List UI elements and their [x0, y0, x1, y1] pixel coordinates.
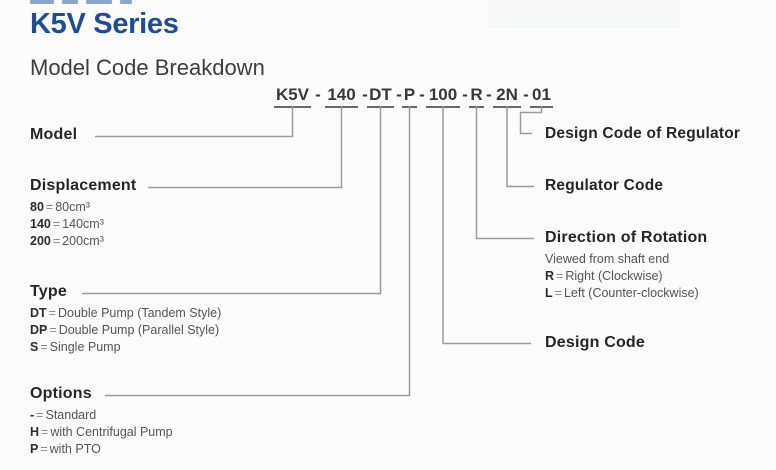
section-heading: Regulator Code: [545, 177, 664, 194]
section-model: Model: [30, 126, 77, 144]
equals-sign: =: [45, 200, 54, 214]
page-title: K5V Series: [30, 8, 179, 40]
cropped-text-top-fragment: [30, 0, 132, 4]
cropped-glyph: [86, 0, 112, 4]
list-item: 80=80cm³: [30, 199, 136, 216]
background-artifact: [488, 0, 680, 28]
section-displacement: Displacement 80=80cm³ 140=140cm³ 200=200…: [30, 177, 136, 250]
section-items: Viewed from shaft end R=Right (Clockwise…: [545, 251, 707, 302]
item-desc: Double Pump (Tandem Style): [57, 306, 222, 320]
code-separator: -: [523, 85, 529, 104]
connector-direction-of-rotation: [475, 106, 534, 240]
section-direction-of-rotation: Direction of Rotation Viewed from shaft …: [545, 229, 707, 302]
section-heading: Options: [30, 385, 92, 402]
cropped-glyph: [120, 0, 132, 4]
connector-type: [82, 106, 382, 295]
section-heading: Design Code of Regulator: [545, 125, 741, 142]
list-item: 140=140cm³: [30, 216, 136, 233]
code-separator: -: [362, 85, 368, 104]
item-desc: Standard: [45, 408, 97, 422]
section-options: Options -=Standard H=with Centrifugal Pu…: [30, 385, 173, 458]
item-code: 140: [30, 217, 51, 231]
item-code: -: [30, 408, 35, 422]
list-item: DP=Double Pump (Parallel Style): [30, 322, 221, 339]
connector-displacement: [148, 106, 343, 189]
section-heading: Type: [30, 283, 67, 300]
cropped-glyph: [30, 0, 54, 4]
code-separator: -: [462, 85, 468, 104]
equals-sign: =: [40, 340, 48, 354]
equals-sign: =: [52, 217, 61, 231]
list-item: DT=Double Pump (Tandem Style): [30, 305, 221, 322]
equals-sign: =: [48, 306, 56, 320]
item-code: R: [545, 269, 555, 283]
item-desc: 200cm³: [62, 234, 104, 248]
item-code: S: [30, 340, 39, 354]
equals-sign: =: [556, 269, 564, 283]
item-desc: with PTO: [49, 442, 101, 456]
item-code: 200: [30, 234, 51, 248]
item-desc: Left (Counter-clockwise): [563, 286, 699, 300]
item-code: L: [545, 286, 553, 300]
code-separator: -: [486, 85, 492, 104]
code-separator: -: [315, 85, 321, 104]
item-code: 80: [30, 200, 44, 214]
code-separator: -: [396, 85, 402, 104]
section-heading: Model: [30, 126, 78, 143]
item-desc: Single Pump: [49, 340, 121, 354]
section-items: DT=Double Pump (Tandem Style) DP=Double …: [30, 305, 221, 356]
item-desc: Right (Clockwise): [565, 269, 663, 283]
item-code: H: [30, 425, 40, 439]
section-design-code-of-regulator: Design Code of Regulator: [545, 125, 740, 143]
list-item: P=with PTO: [30, 441, 173, 458]
list-item: H=with Centrifugal Pump: [30, 424, 173, 441]
section-heading: Design Code: [545, 334, 645, 351]
item-code: DT: [30, 306, 47, 320]
item-desc: 80cm³: [55, 200, 90, 214]
connector-design-code: [442, 106, 531, 345]
section-items: 80=80cm³ 140=140cm³ 200=200cm³: [30, 199, 136, 250]
list-item: R=Right (Clockwise): [545, 268, 707, 285]
section-regulator-code: Regulator Code: [545, 177, 663, 195]
cropped-glyph: [62, 0, 78, 4]
item-desc: 140cm³: [62, 217, 104, 231]
section-heading: Displacement: [30, 177, 137, 194]
item-desc: with Centrifugal Pump: [50, 425, 173, 439]
connector-options: [105, 106, 411, 397]
connector-design-code-of-regulator: [519, 106, 543, 135]
section-note: Viewed from shaft end: [545, 252, 670, 266]
section-design-code: Design Code: [545, 334, 645, 352]
equals-sign: =: [52, 234, 61, 248]
connector-model: [95, 106, 294, 138]
item-code: DP: [30, 323, 48, 337]
list-item: L=Left (Counter-clockwise): [545, 285, 707, 302]
page-subtitle: Model Code Breakdown: [30, 55, 265, 80]
code-separator: -: [419, 85, 425, 104]
item-code: P: [30, 442, 39, 456]
equals-sign: =: [554, 286, 562, 300]
list-item: 200=200cm³: [30, 233, 136, 250]
section-type: Type DT=Double Pump (Tandem Style) DP=Do…: [30, 283, 221, 356]
list-item: -=Standard: [30, 407, 173, 424]
equals-sign: =: [49, 323, 57, 337]
connector-regulator-code: [506, 106, 534, 188]
equals-sign: =: [41, 425, 49, 439]
list-item: S=Single Pump: [30, 339, 221, 356]
equals-sign: =: [36, 408, 44, 422]
section-heading: Direction of Rotation: [545, 229, 708, 246]
item-desc: Double Pump (Parallel Style): [58, 323, 220, 337]
section-items: -=Standard H=with Centrifugal Pump P=wit…: [30, 407, 173, 458]
equals-sign: =: [40, 442, 48, 456]
